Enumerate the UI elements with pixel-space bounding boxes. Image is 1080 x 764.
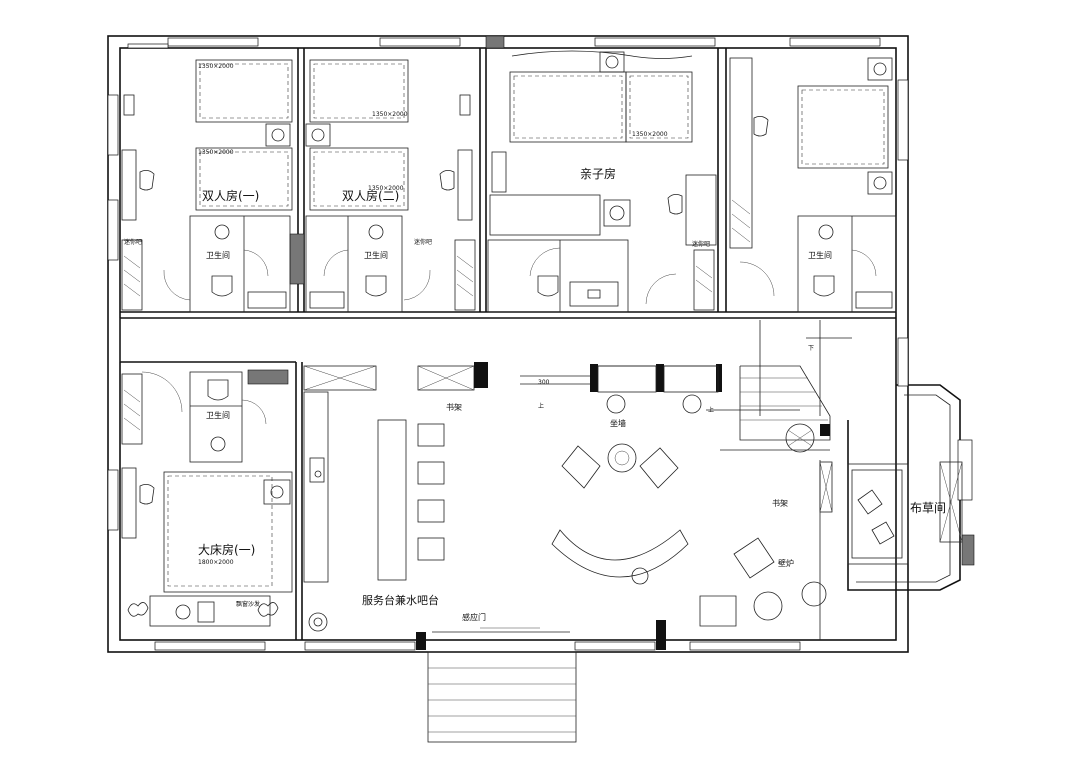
king-room-1	[120, 361, 303, 640]
dim-bed-2a: 1350×2000	[372, 111, 408, 118]
double-room-1	[121, 59, 293, 313]
label-king-room-1: 大床房(一)	[198, 542, 255, 557]
label-double-room-1: 双人房(一)	[202, 188, 259, 203]
label-bathroom-1: 卫生间	[206, 250, 230, 260]
label-bathroom-2: 卫生间	[364, 250, 388, 260]
label-family-room: 亲子房	[580, 166, 616, 181]
top-right-room	[729, 57, 897, 313]
label-service-bar: 服务台兼水吧台	[362, 593, 439, 607]
room-labels: 双人房(一) 双人房(二) 亲子房 卫生间 卫生间 卫生间 卫生间 大床房(一)…	[124, 166, 946, 622]
lounge-furniture	[551, 443, 827, 627]
dimension-labels: 1350×2000 1350×2000 1350×2000 1350×2000 …	[198, 63, 668, 566]
dim-bed-3: 1350×2000	[632, 131, 668, 138]
dim-bed-2b: 1350×2000	[368, 185, 404, 192]
label-up-1: 上	[538, 402, 544, 410]
dim-bed-1b: 1350×2000	[198, 149, 234, 156]
stairs	[706, 320, 852, 640]
right-windows	[897, 79, 975, 566]
dim-300: 300	[538, 379, 550, 386]
label-bathroom-4: 卫生间	[206, 410, 230, 420]
dim-bed-1a: 1350×2000	[198, 63, 234, 70]
family-room	[487, 50, 717, 313]
bar-stools	[417, 423, 445, 561]
label-bathroom-3: 卫生间	[808, 250, 832, 260]
entrance-steps	[427, 651, 577, 743]
linen-room-fixtures	[847, 461, 963, 565]
bottom-windows	[154, 620, 801, 651]
entrance-door	[432, 627, 570, 633]
label-minibar-3: 迷你吧	[692, 240, 710, 248]
label-minibar-1: 迷你吧	[414, 238, 432, 246]
label-bookshelf-2: 书架	[772, 498, 788, 508]
label-seat-steps: 坐墙	[610, 418, 626, 428]
label-bay-sofa: 飘窗沙发	[236, 600, 260, 608]
label-down: 下	[808, 345, 814, 352]
label-double-room-2: 双人房(二)	[342, 188, 399, 203]
label-sensor-door: 感应门	[462, 612, 486, 622]
top-windows	[127, 35, 881, 49]
label-minibar-2: 迷你吧	[124, 238, 142, 246]
label-cloth-grass-room: 布草间	[910, 501, 946, 515]
upper-room-walls	[120, 48, 896, 319]
double-room-2	[305, 59, 476, 313]
service-area	[303, 362, 722, 632]
label-up-2: 上	[708, 406, 714, 414]
dim-bed-4: 1800×2000	[198, 559, 234, 566]
label-bookshelf-1: 书架	[446, 402, 462, 412]
label-fireplace: 壁炉	[778, 558, 794, 568]
left-windows	[107, 94, 119, 531]
